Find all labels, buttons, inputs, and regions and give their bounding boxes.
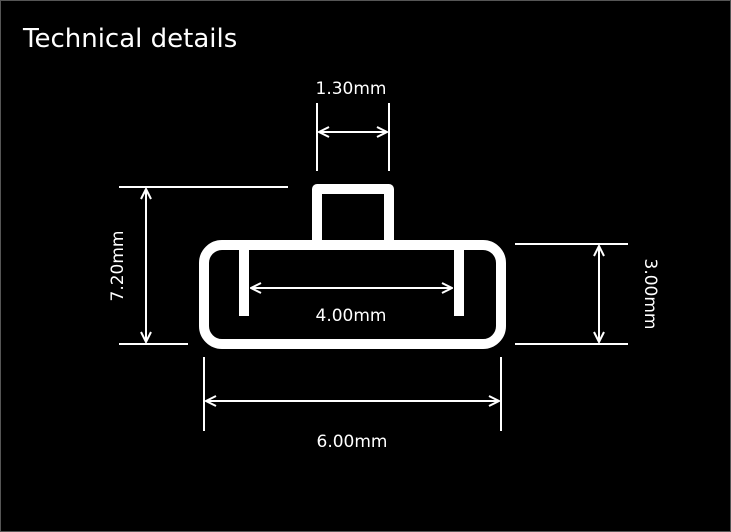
label-body-height: 3.00mm [640, 259, 660, 330]
label-total-width: 6.00mm [317, 432, 388, 452]
profile-body [199, 240, 506, 349]
label-total-height: 7.20mm [108, 231, 128, 302]
profile-stem [312, 184, 394, 245]
diagram-title: Technical details [22, 24, 237, 54]
label-stem-width: 1.30mm [316, 79, 387, 99]
label-inner-width: 4.00mm [316, 306, 387, 326]
